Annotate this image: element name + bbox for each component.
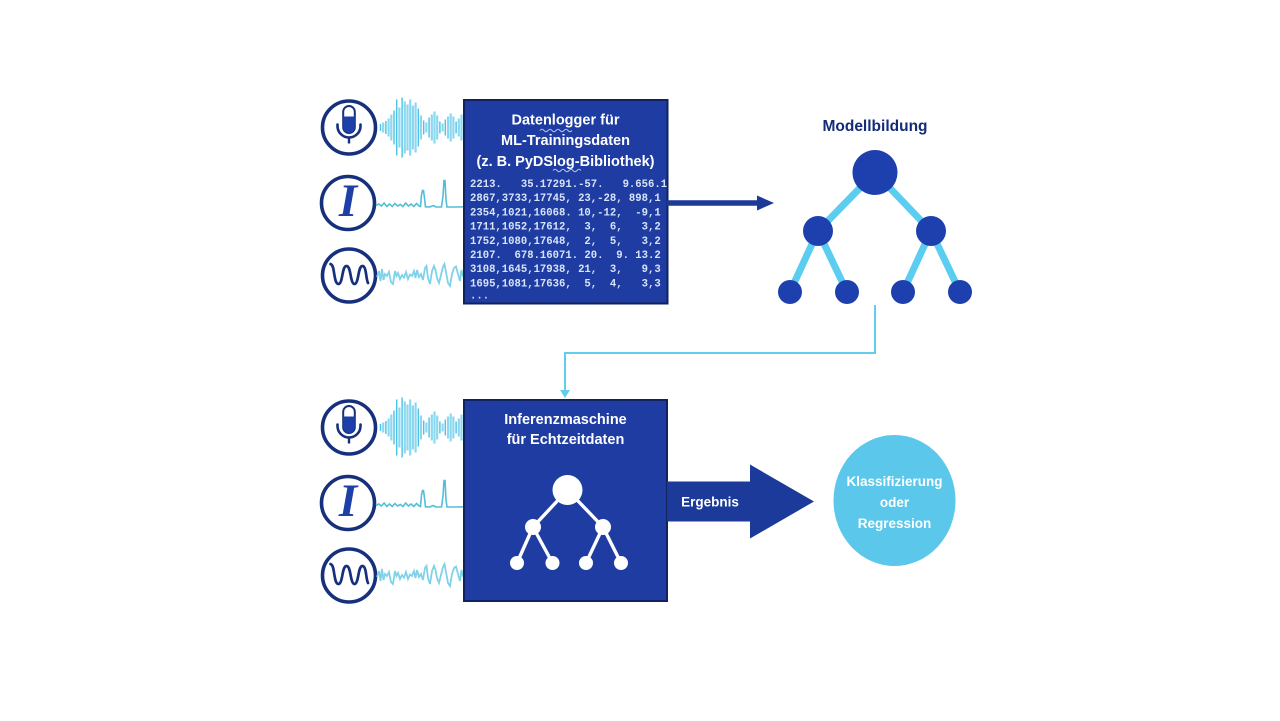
svg-text:(z. B. PyDSlog-Bibliothek): (z. B. PyDSlog-Bibliothek) — [476, 154, 654, 170]
svg-text:Klassifizierung: Klassifizierung — [846, 474, 942, 489]
svg-text:1711,1052,17612, 3, 6, 3,2: 1711,1052,17612, 3, 6, 3,2 — [470, 222, 661, 234]
svg-text:für Echtzeitdaten: für Echtzeitdaten — [507, 432, 625, 448]
svg-text:Inferenzmaschine: Inferenzmaschine — [504, 412, 627, 428]
svg-text:Ergebnis: Ergebnis — [681, 495, 739, 510]
svg-text:2354,1021,16068. 10,-12, -9,1: 2354,1021,16068. 10,-12, -9,1 — [470, 207, 661, 219]
svg-text:Regression: Regression — [858, 516, 932, 531]
svg-text:2213. 35.17291.-57. 9.656.: 2213. 35.17291.-57. 9.656.1 — [470, 179, 667, 191]
svg-text:ML-Trainingsdaten: ML-Trainingsdaten — [501, 133, 630, 149]
svg-text:...: ... — [470, 291, 489, 303]
svg-text:1695,1081,17636, 5, 4, 3,3: 1695,1081,17636, 5, 4, 3,3 — [470, 278, 661, 290]
svg-text:1752,1080,17648, 2, 5, 3,2: 1752,1080,17648, 2, 5, 3,2 — [470, 236, 661, 248]
svg-text:oder: oder — [880, 495, 910, 510]
svg-text:2107. 678.16071. 20. 9. 13.2: 2107. 678.16071. 20. 9. 13.2 — [470, 250, 661, 262]
svg-text:2867,3733,17745, 23,-28, 898,1: 2867,3733,17745, 23,-28, 898,1 — [470, 193, 661, 205]
svg-text:Datenlogger für: Datenlogger für — [512, 113, 620, 129]
svg-text:Modellbildung: Modellbildung — [822, 118, 927, 135]
svg-text:3108,1645,17938, 21, 3, 9,3: 3108,1645,17938, 21, 3, 9,3 — [470, 264, 661, 276]
